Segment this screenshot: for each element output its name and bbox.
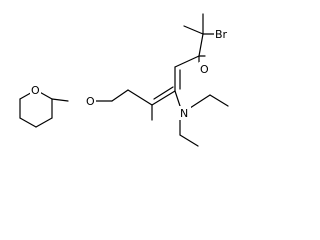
br-label-bg — [214, 27, 234, 41]
n-ethyl-bond — [209, 94, 229, 107]
quaternary-methyl-bond — [183, 25, 204, 35]
ether-oxygen-label: O — [86, 95, 95, 108]
nitrogen-label: N — [180, 107, 188, 120]
ring-bond — [19, 117, 37, 128]
ring-o-label-bg — [30, 83, 41, 97]
ring-oxygen-label: O — [31, 84, 40, 97]
ketone-oxygen-label: O — [200, 63, 209, 76]
vinyl-carbonyl-bond — [174, 55, 200, 68]
ch2-alkene-bond — [127, 89, 153, 106]
acetal-ether-bond — [51, 98, 69, 102]
enamine-n-bond — [174, 90, 181, 107]
n-label-bg — [179, 106, 191, 120]
ether-o-label-bg — [85, 94, 96, 108]
bromine-label: Br — [215, 28, 228, 41]
structure-diagram: Br O N O O — [19, 13, 234, 147]
tetrahydropyran-ring — [19, 89, 53, 128]
ring-bond — [35, 117, 53, 128]
alkene-double-bond-inner — [153, 86, 174, 100]
carbonyl-quaternary-bond — [198, 33, 204, 57]
ch2-ch2-bond — [111, 89, 129, 102]
atom-labels: Br O N O O — [30, 27, 234, 120]
n-ethyl-bond — [179, 134, 199, 147]
n-ethyl-bond — [189, 94, 211, 109]
alkene-double-bond — [151, 90, 176, 106]
ketone-o-label-bg — [199, 62, 209, 76]
